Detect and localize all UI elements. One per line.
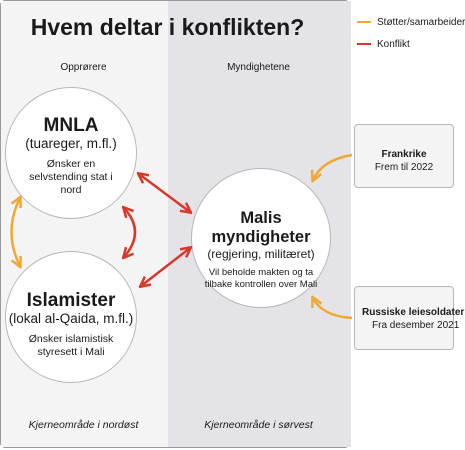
government-heading: Myndighetene <box>227 62 290 73</box>
mnla-circle: MNLA (tuareger, m.fl.) Ønsker en selvste… <box>5 87 137 219</box>
government-description: Vil beholde makten og ta tilbake kontrol… <box>204 267 318 290</box>
government-circle: Malis myndigheter (regjering, militæret)… <box>191 168 331 308</box>
diagram-title: Hvem deltar i konflikten? <box>30 14 305 40</box>
russian-mercenaries-box: Russiske leiesoldater Fra desember 2021 <box>354 286 465 350</box>
mnla-subtitle: (tuareger, m.fl.) <box>25 136 117 151</box>
mnla-islamists-support-arrow <box>10 198 21 266</box>
mnla-government-conflict-arrow <box>139 174 190 212</box>
mnla-description: Ønsker en selvstending stat i nord <box>29 158 113 196</box>
legend-conflict-label: Konflikt <box>377 39 410 50</box>
russian-support-arrow <box>313 298 353 320</box>
islamists-government-conflict-arrow <box>141 248 190 286</box>
conflict-line-icon <box>357 43 371 46</box>
government-footer: Kjerneområde i sørvest <box>204 419 313 431</box>
mnla-name: MNLA <box>43 115 99 136</box>
france-support-arrow <box>313 153 353 180</box>
russian-mercenaries-period: Fra desember 2021 <box>372 320 460 331</box>
government-subtitle: (regjering, militæret) <box>207 247 315 261</box>
france-box: Frankrike Frem til 2022 <box>354 124 454 188</box>
russian-mercenaries-name: Russiske leiesoldater <box>362 307 465 318</box>
legend-support: Støtter/samarbeider <box>357 17 465 28</box>
legend-conflict: Konflikt <box>357 39 410 50</box>
islamists-subtitle: (lokal al-Qaida, m.fl.) <box>8 311 134 326</box>
government-name: Malis myndigheter <box>211 209 311 246</box>
support-line-icon <box>357 21 371 24</box>
relationship-arrows <box>10 153 353 320</box>
rebels-footer: Kjerneområde i nordøst <box>28 419 139 431</box>
islamists-description: Ønsker islamistisk styresett i Mali <box>28 333 114 358</box>
mnla-islamists-conflict-arrow <box>124 208 137 257</box>
islamists-circle: Islamister (lokal al-Qaida, m.fl.) Ønske… <box>5 251 137 383</box>
rebels-heading: Opprørere <box>60 62 107 73</box>
islamists-name: Islamister <box>26 290 116 311</box>
france-period: Frem til 2022 <box>374 162 434 173</box>
france-name: Frankrike <box>381 149 427 160</box>
legend-support-label: Støtter/samarbeider <box>377 17 465 28</box>
